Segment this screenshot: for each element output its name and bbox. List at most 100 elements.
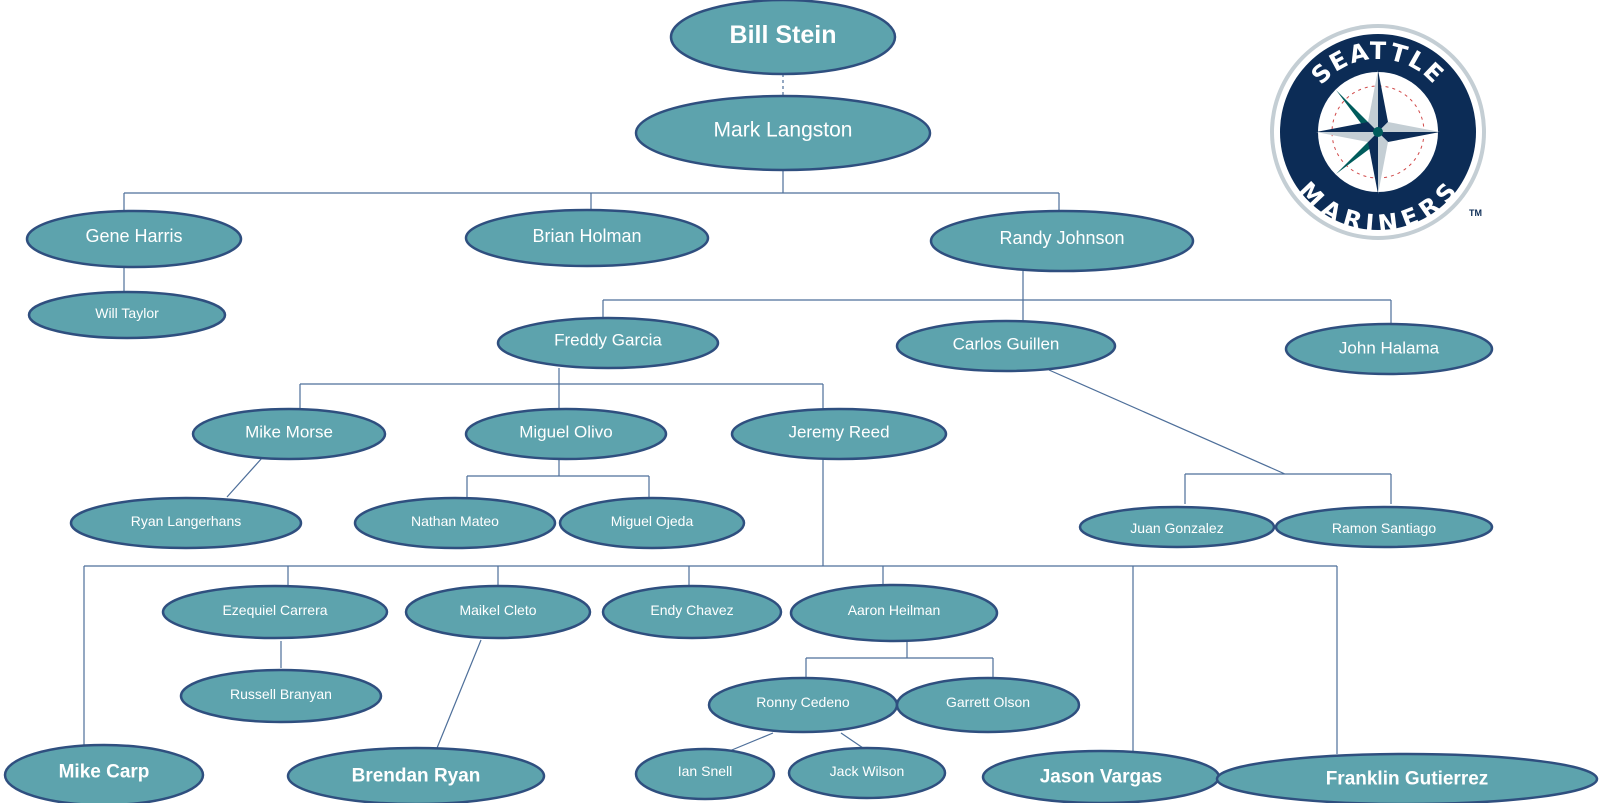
node-label: Ezequiel Carrera xyxy=(222,602,327,618)
node-shape xyxy=(69,496,303,550)
node-shape xyxy=(558,496,746,550)
node-juan-gonzalez: Juan Gonzalez xyxy=(1078,505,1276,549)
node-aaron-heilman: Aaron Heilman xyxy=(789,583,999,643)
node-label: Juan Gonzalez xyxy=(1130,520,1223,536)
node-miguel-ojeda: Miguel Ojeda xyxy=(558,496,746,550)
node-nathan-mateo: Nathan Mateo xyxy=(353,496,557,550)
node-label: Mike Carp xyxy=(59,762,150,783)
node-label: Jason Vargas xyxy=(1040,767,1163,788)
node-shape xyxy=(3,743,205,803)
node-carlos-guillen: Carlos Guillen xyxy=(895,319,1117,373)
node-mark-langston: Mark Langston xyxy=(634,94,932,172)
node-shape xyxy=(191,407,387,461)
connector-heilman-children xyxy=(805,642,994,680)
node-label: Aaron Heilman xyxy=(848,602,941,618)
node-label: Mark Langston xyxy=(714,119,853,142)
node-shape xyxy=(161,584,389,640)
connector-mark-children xyxy=(123,170,1060,212)
node-shape xyxy=(353,496,557,550)
node-label: Bill Stein xyxy=(730,21,837,49)
node-miguel-olivo: Miguel Olivo xyxy=(464,407,668,461)
compass-rose-icon xyxy=(1316,70,1440,194)
node-shape xyxy=(601,584,783,640)
node-shape xyxy=(286,746,546,803)
node-ezequiel-carrera: Ezequiel Carrera xyxy=(161,584,389,640)
node-mike-carp: Mike Carp xyxy=(3,743,205,803)
node-label: Carlos Guillen xyxy=(953,335,1060,354)
node-shape xyxy=(787,746,947,800)
node-brendan-ryan: Brendan Ryan xyxy=(286,746,546,803)
node-shape xyxy=(895,676,1081,734)
node-label: Ramon Santiago xyxy=(1332,520,1437,536)
node-shape xyxy=(789,583,999,643)
node-shape xyxy=(464,208,710,268)
node-shape xyxy=(929,209,1195,273)
node-shape xyxy=(27,290,227,340)
node-label: Ronny Cedeno xyxy=(756,694,850,710)
node-ryan-langerhans: Ryan Langerhans xyxy=(69,496,303,550)
node-bill-stein: Bill Stein xyxy=(669,0,897,76)
logo-trademark: TM xyxy=(1469,208,1482,218)
node-shape xyxy=(1284,322,1494,376)
node-label: Nathan Mateo xyxy=(411,513,499,529)
node-ronny-cedeno: Ronny Cedeno xyxy=(707,676,899,734)
node-ian-snell: Ian Snell xyxy=(634,747,776,801)
node-label: Freddy Garcia xyxy=(554,331,662,350)
node-will-taylor: Will Taylor xyxy=(27,290,227,340)
node-label: Will Taylor xyxy=(95,305,159,321)
node-jason-vargas: Jason Vargas xyxy=(981,749,1221,803)
node-garrett-olson: Garrett Olson xyxy=(895,676,1081,734)
node-jack-wilson: Jack Wilson xyxy=(787,746,947,800)
node-endy-chavez: Endy Chavez xyxy=(601,584,783,640)
connector-cleto-ryan xyxy=(436,639,482,749)
connector-freddy-children xyxy=(299,368,824,409)
node-randy-johnson: Randy Johnson xyxy=(929,209,1195,273)
connector-reed-children xyxy=(83,459,1338,754)
node-label: Endy Chavez xyxy=(650,602,733,618)
node-shape xyxy=(25,209,243,269)
connector-guillen-children xyxy=(1048,369,1392,504)
node-label: Maikel Cleto xyxy=(459,602,536,618)
node-label: Miguel Olivo xyxy=(519,423,613,442)
node-shape xyxy=(1078,505,1276,549)
node-shape xyxy=(496,316,720,370)
node-brian-holman: Brian Holman xyxy=(464,208,710,268)
node-label: Russell Branyan xyxy=(230,686,332,702)
node-shape xyxy=(1274,505,1494,549)
node-label: Brian Holman xyxy=(532,226,641,246)
connector-lines xyxy=(83,74,1392,754)
node-ramon-santiago: Ramon Santiago xyxy=(1274,505,1494,549)
node-shape xyxy=(179,668,383,724)
node-jeremy-reed: Jeremy Reed xyxy=(730,407,948,461)
connector-morse-langerhans xyxy=(226,457,263,498)
node-label: Brendan Ryan xyxy=(352,766,481,787)
node-mike-morse: Mike Morse xyxy=(191,407,387,461)
node-maikel-cleto: Maikel Cleto xyxy=(404,584,592,640)
node-label: Ryan Langerhans xyxy=(131,513,242,529)
node-label: Jeremy Reed xyxy=(788,423,889,442)
node-shape xyxy=(464,407,668,461)
node-john-halama: John Halama xyxy=(1284,322,1494,376)
node-shape xyxy=(895,319,1117,373)
node-shape xyxy=(669,0,897,76)
mariners-logo: SEATTLE MARINERS TM xyxy=(1270,24,1486,240)
node-shape xyxy=(404,584,592,640)
node-russell-branyan: Russell Branyan xyxy=(179,668,383,724)
node-shape xyxy=(634,747,776,801)
node-gene-harris: Gene Harris xyxy=(25,209,243,269)
node-label: John Halama xyxy=(1339,339,1440,358)
node-label: Franklin Gutierrez xyxy=(1326,769,1489,790)
node-label: Garrett Olson xyxy=(946,694,1030,710)
node-label: Randy Johnson xyxy=(999,228,1124,248)
node-label: Gene Harris xyxy=(85,226,182,246)
connector-randy-children xyxy=(602,271,1392,324)
node-shape xyxy=(1215,752,1599,803)
node-label: Jack Wilson xyxy=(830,763,905,779)
node-shape xyxy=(634,94,932,172)
node-label: Miguel Ojeda xyxy=(611,513,694,529)
node-freddy-garcia: Freddy Garcia xyxy=(496,316,720,370)
connector-olivo-children xyxy=(466,459,650,498)
node-shape xyxy=(730,407,948,461)
node-label: Ian Snell xyxy=(678,763,732,779)
